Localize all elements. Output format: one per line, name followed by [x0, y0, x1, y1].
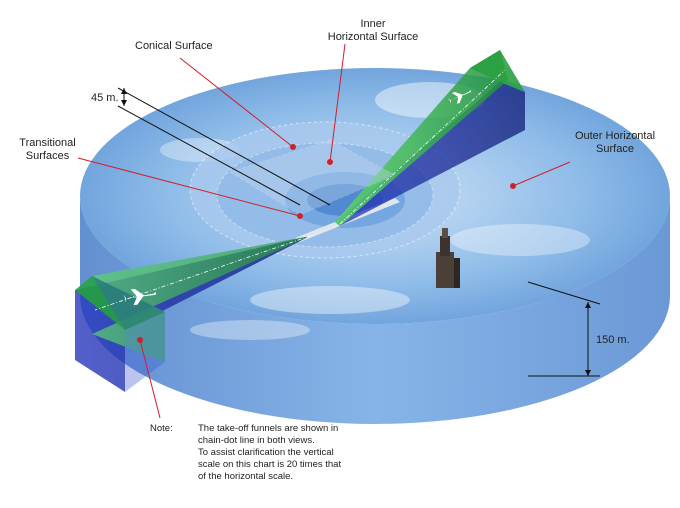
transitional-surfaces	[228, 139, 397, 216]
note-title: Note:	[150, 423, 173, 434]
leader-lines	[77, 43, 571, 419]
note-body: The take-off funnels are shown in chain-…	[198, 423, 341, 483]
outer-label-line2: Surface	[596, 143, 634, 155]
note-line: The take-off funnels are shown in	[198, 423, 339, 434]
outer-horizontal-surface-label: Outer Horizontal Surface	[565, 130, 665, 156]
dimension-45m-label: 45 m.	[91, 92, 119, 104]
transitional-label-line1: Transitional	[19, 137, 76, 149]
dimension-45m	[117, 87, 331, 206]
airplane-icon-northeast	[447, 90, 472, 104]
outer-label-line1: Outer Horizontal	[574, 130, 656, 142]
conical-surface-label: Conical Surface	[135, 40, 213, 52]
airplane-icon-southwest	[123, 288, 157, 306]
inner-horizontal-surface-label: Inner Horizontal Surface	[318, 18, 428, 44]
dimension-150m	[527, 281, 601, 377]
note-line: of the horizontal scale.	[198, 471, 294, 482]
inner-label-line1: Inner	[360, 18, 386, 30]
inner-label-line2: Horizontal Surface	[327, 31, 419, 43]
dimension-150m-label: 150 m.	[596, 334, 630, 346]
note-line: To assist clarification the vertical	[198, 447, 334, 458]
building	[436, 228, 460, 288]
approach-funnel-southwest	[75, 235, 311, 392]
approach-funnel-northeast	[335, 50, 525, 226]
transitional-surfaces-label: Transitional Surfaces	[10, 137, 85, 163]
note-line: scale on this chart is 20 times that	[198, 459, 342, 470]
note-line: chain-dot line in both views.	[198, 435, 315, 446]
transitional-label-line2: Surfaces	[25, 150, 70, 162]
